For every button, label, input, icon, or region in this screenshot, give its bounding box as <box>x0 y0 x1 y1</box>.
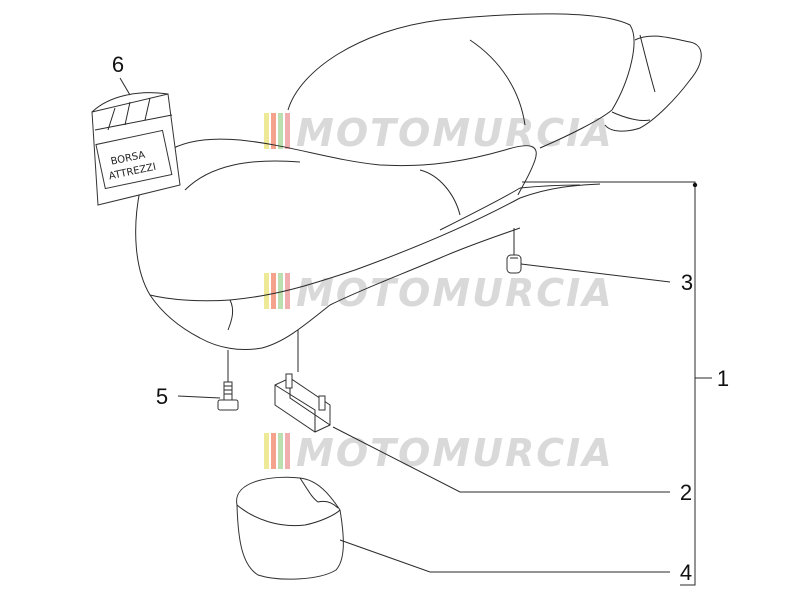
callout-6: 6 <box>112 52 124 77</box>
leader-lines <box>119 77 712 586</box>
watermark-1: MOTOMURCIA <box>264 111 614 155</box>
watermark-3: MOTOMURCIA <box>264 431 614 475</box>
watermark-text: MOTOMURCIA <box>296 111 614 155</box>
screw-part <box>217 350 239 411</box>
tool-bag: BORSA ATTREZZI <box>91 92 181 206</box>
callout-2: 2 <box>680 480 692 505</box>
dot-marker <box>692 182 698 188</box>
callout-1: 1 <box>717 366 729 391</box>
nut-part <box>506 228 522 274</box>
callout-4: 4 <box>680 560 692 585</box>
cup-part <box>236 476 344 580</box>
callout-3: 3 <box>681 270 693 295</box>
watermark-text: MOTOMURCIA <box>296 431 614 475</box>
seat-drawing <box>135 13 702 351</box>
bracket-part <box>274 330 331 433</box>
callout-5: 5 <box>156 384 168 409</box>
watermark-text: MOTOMURCIA <box>296 271 614 315</box>
watermark-2: MOTOMURCIA <box>264 271 614 315</box>
